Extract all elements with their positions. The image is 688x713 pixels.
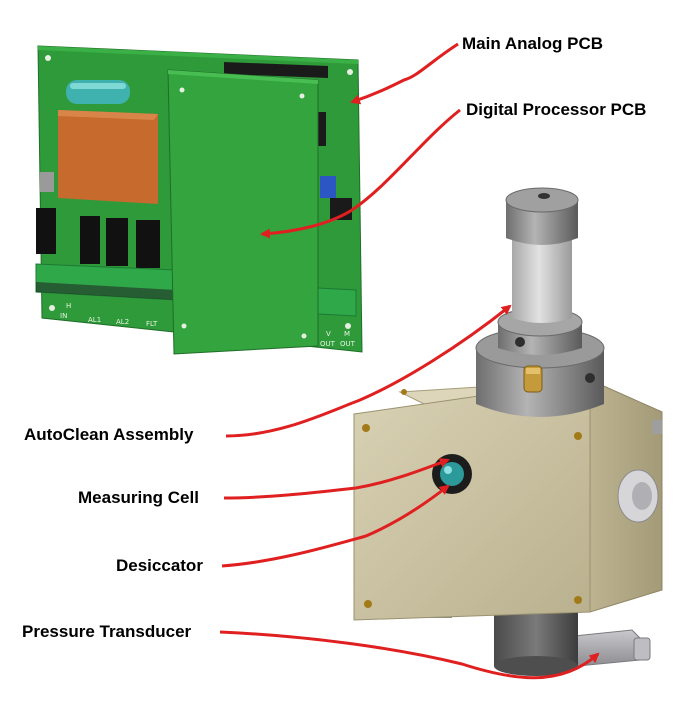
label-autoclean-assembly: AutoClean Assembly: [24, 425, 194, 444]
cell-lower-body: [494, 598, 578, 676]
component-relay-1: [80, 216, 100, 264]
autoclean-enclosure: [353, 379, 663, 621]
autoclean-assembly: [475, 307, 605, 417]
label-main-analog-pcb: Main Analog PCB: [462, 34, 604, 53]
arrow-desiccator: [221, 484, 450, 568]
arrow-autoclean-assembly: [225, 304, 512, 438]
arrow-digital-processor-pcb: [260, 108, 461, 239]
terminal-label: IN: [60, 312, 67, 320]
label-digital-processor-pcb: Digital Processor PCB: [466, 100, 647, 119]
cable-gland: [617, 469, 659, 523]
pressure-transducer-fitting: [569, 629, 651, 667]
component-capacitor: [66, 80, 130, 104]
component-dip-switch: [320, 176, 336, 198]
terminal-block-right: [317, 287, 357, 317]
output-label: V: [326, 330, 331, 338]
brass-screw: [523, 365, 543, 393]
label-pressure-transducer: Pressure Transducer: [22, 622, 192, 641]
component-header: [318, 112, 326, 146]
terminal-label: H: [66, 302, 71, 310]
component-relay-3: [136, 220, 160, 268]
arrow-measuring-cell: [223, 458, 450, 500]
measuring-cell-window: [432, 454, 472, 494]
label-measuring-cell: Measuring Cell: [78, 488, 199, 507]
component-relay-2: [106, 218, 128, 266]
desiccator-tube: [505, 187, 579, 323]
annotation-arrows: [219, 42, 600, 680]
output-label: M: [344, 330, 350, 338]
label-desiccator: Desiccator: [116, 556, 203, 575]
arrow-pressure-transducer: [219, 630, 600, 680]
terminal-label: AL1: [88, 316, 101, 324]
output-label: OUT: [320, 340, 336, 348]
arrow-main-analog-pcb: [350, 42, 459, 105]
component-relay: [58, 110, 158, 204]
output-label: OUT: [340, 340, 356, 348]
edge-connector: [224, 62, 328, 78]
terminal-label: AL2: [116, 318, 129, 326]
terminal-label: FLT: [146, 320, 158, 328]
component-bracket: [40, 172, 54, 192]
component-connector-left: [36, 208, 56, 254]
digital-processor-pcb: [167, 69, 319, 355]
